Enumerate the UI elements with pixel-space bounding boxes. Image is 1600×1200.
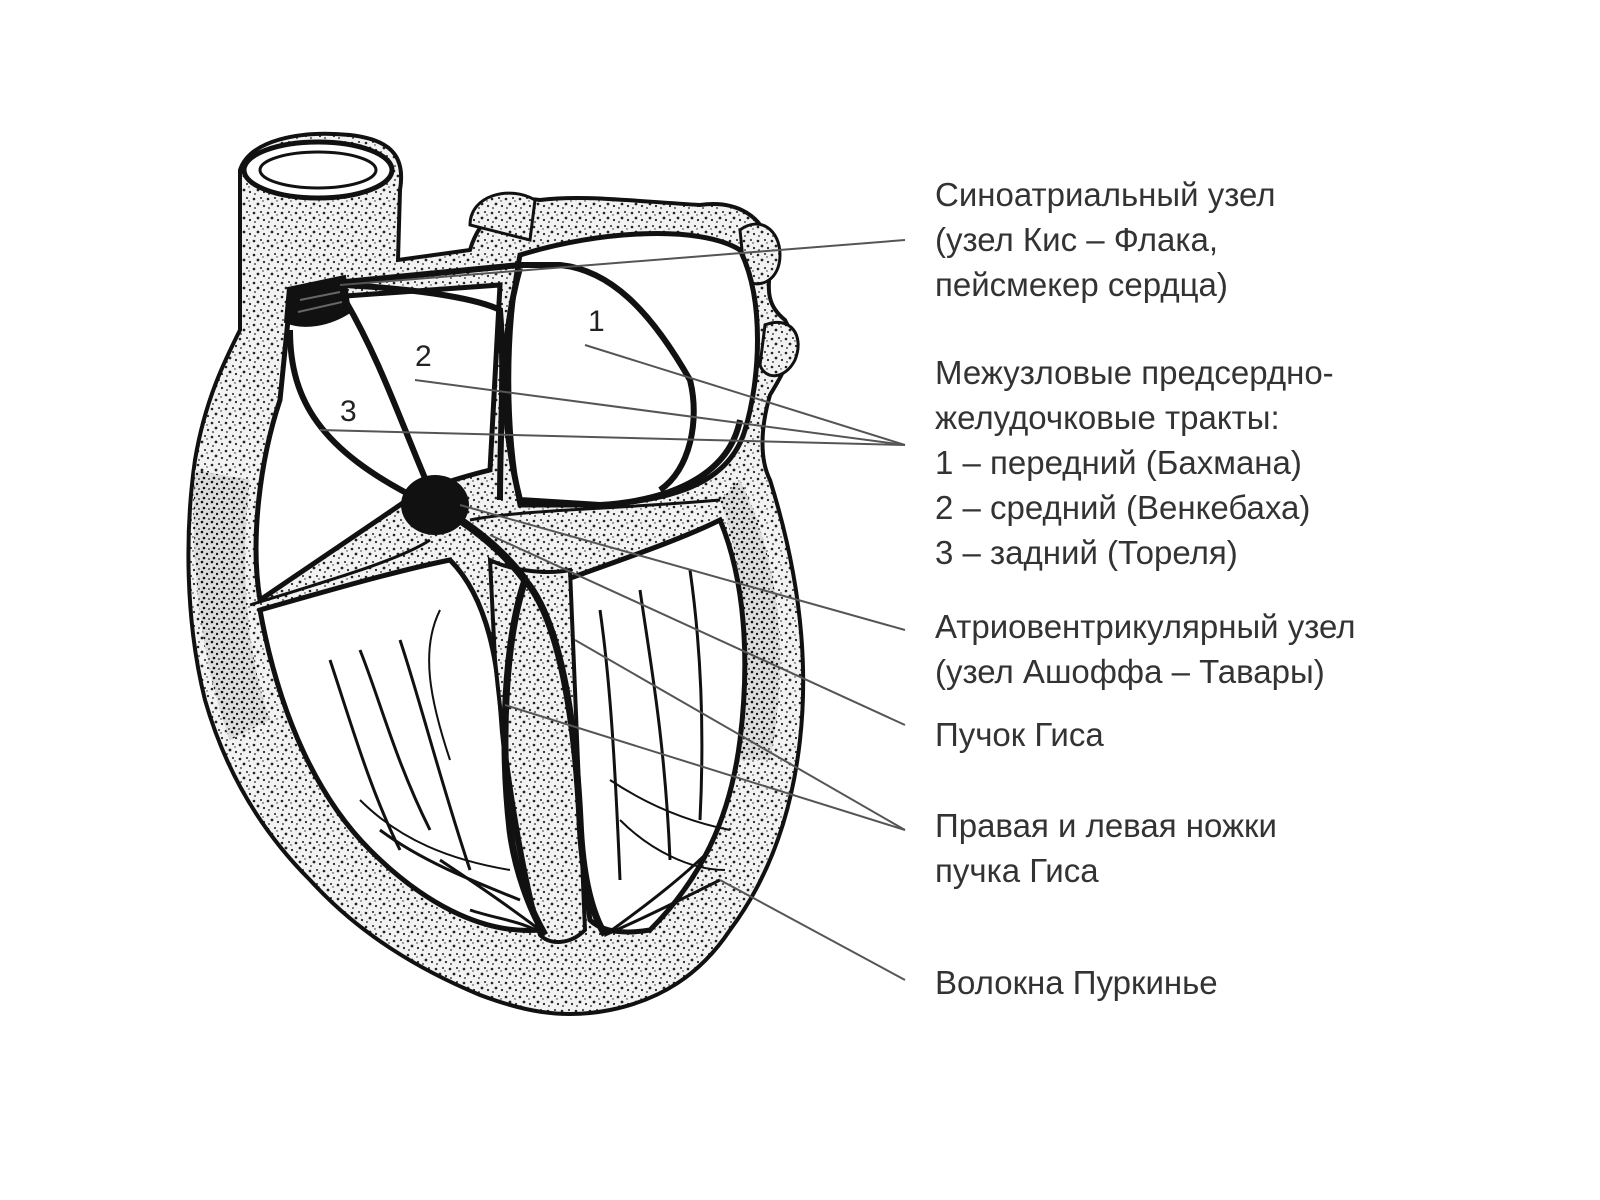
leader-sa-node [339,239,906,286]
leader-tract-2 [414,379,906,446]
label-his-bundle: Пучок Гиса [935,712,1104,757]
label-internodal-line2: желудочковые тракты: [935,399,1280,436]
label-sa-node-line3: пейсмекер сердца) [935,266,1228,303]
tract-number-2: 2 [415,340,432,373]
label-internodal-tracts: Межузловые предсердно- желудочковые трак… [935,350,1334,575]
valve-lines [249,498,721,607]
label-av-node-line1: Атриовентрикулярный узел [935,608,1356,645]
leader-his-bundle [489,534,906,726]
label-internodal-line3: 1 – передний (Бахмана) [935,444,1302,481]
leader-lines [319,239,906,981]
label-av-node: Атриовентрикулярный узел (узел Ашоффа – … [935,604,1356,694]
pulmonary-veins [468,191,800,378]
label-internodal-line5: 3 – задний (Тореля) [935,534,1238,571]
label-av-node-line2: (узел Ашоффа – Тавары) [935,653,1325,690]
label-bundle-branches: Правая и левая ножки пучка Гиса [935,803,1277,893]
superior-vena-cava [241,139,395,201]
label-internodal-line1: Межузловые предсердно- [935,354,1334,391]
leader-purkinje [719,879,906,981]
label-purkinje-line1: Волокна Пуркинье [935,964,1218,1001]
label-sa-node: Синоатриальный узел (узел Кис – Флака, п… [935,172,1276,307]
right-atrium [253,282,503,605]
label-internodal-line4: 2 – средний (Венкебаха) [935,489,1311,526]
av-node [401,475,469,535]
label-bundle-branches-line1: Правая и левая ножки [935,807,1277,844]
leader-tract-3 [319,429,906,446]
leader-tract-1 [584,344,906,446]
tract-number-3: 3 [340,395,357,428]
sa-node [283,274,352,327]
label-purkinje-fibers: Волокна Пуркинье [935,960,1218,1005]
label-sa-node-line1: Синоатриальный узел [935,176,1276,213]
leader-left-branch [574,639,906,831]
internodal-tracts [287,262,743,509]
label-bundle-branches-line2: пучка Гиса [935,852,1099,889]
label-sa-node-line2: (узел Кис – Флака, [935,221,1219,258]
tract-number-1: 1 [588,305,605,338]
his-bundle-branches [439,516,721,937]
label-his-bundle-line1: Пучок Гиса [935,716,1104,753]
leader-av-node [459,504,906,631]
leader-right-branch [504,704,906,831]
